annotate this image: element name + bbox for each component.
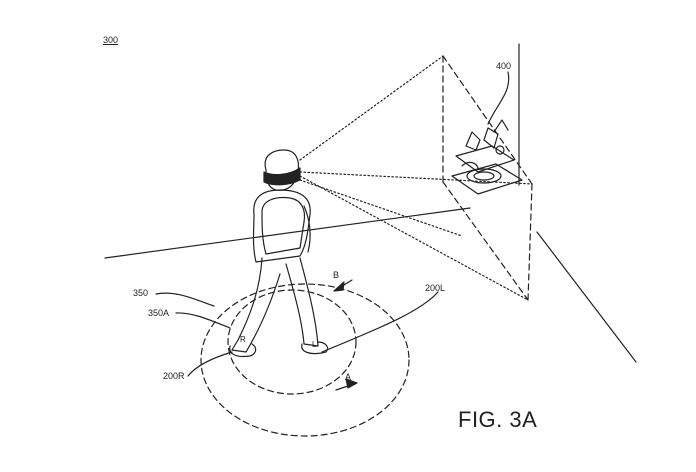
path-350-outer — [200, 283, 410, 437]
floor-back-line — [104, 207, 471, 259]
arrow-b-head — [333, 281, 345, 292]
user-arm — [303, 205, 311, 253]
frustum-top-ray — [299, 55, 444, 161]
frustum-mid-ray — [299, 171, 533, 185]
foot-right-label: 200R — [163, 371, 185, 381]
frustum-bottom-ray — [299, 175, 529, 301]
path-inner-label: 350A — [148, 308, 170, 318]
view-frustum — [299, 55, 533, 301]
display-base-plate — [451, 163, 523, 195]
arrow-a-head — [345, 378, 358, 389]
frustum-edge-top — [442, 55, 533, 185]
path-outer-label: 350 — [133, 288, 149, 298]
leader-lines — [155, 291, 439, 377]
user-backpack — [261, 196, 306, 255]
frustum-edge-front — [442, 181, 529, 301]
frustum-low-ray — [299, 179, 463, 237]
walking-paths — [200, 283, 410, 437]
display-object-5 — [493, 119, 509, 133]
user-shoe-left — [301, 341, 329, 355]
leader-350 — [155, 292, 215, 307]
display-mid-plate — [455, 145, 515, 173]
headset-band — [263, 167, 301, 186]
sheet-number-label: 300 — [103, 35, 119, 45]
display-object-4 — [461, 161, 479, 169]
user-leg-right — [231, 257, 281, 353]
user-leg-left — [285, 257, 319, 347]
user-torso — [252, 189, 311, 263]
display-disc — [466, 168, 502, 184]
leader-400 — [487, 71, 510, 125]
foot-l-mark: L — [312, 340, 317, 349]
room-lines — [104, 43, 637, 363]
path-350a-inner — [227, 289, 357, 395]
leader-200r — [187, 351, 233, 377]
virtual-display-icon — [451, 119, 523, 195]
user-figure — [229, 149, 329, 358]
direction-b-label: B — [333, 270, 340, 280]
display-ref-label: 400 — [496, 61, 512, 71]
display-object-2 — [483, 127, 499, 149]
foot-left-label: 200L — [425, 283, 446, 293]
display-object-1 — [465, 131, 481, 151]
wall-floor-line — [536, 231, 637, 363]
display-object-3 — [495, 145, 505, 155]
foot-r-mark: R — [240, 335, 246, 344]
leader-350a — [175, 312, 231, 329]
display-disc-inner — [473, 171, 495, 181]
direction-arrows — [333, 279, 358, 391]
direction-a-label: A — [345, 372, 352, 382]
frustum-edge-right — [527, 183, 533, 301]
leader-200l — [321, 291, 439, 353]
figure-caption: FIG. 3A — [458, 407, 538, 432]
